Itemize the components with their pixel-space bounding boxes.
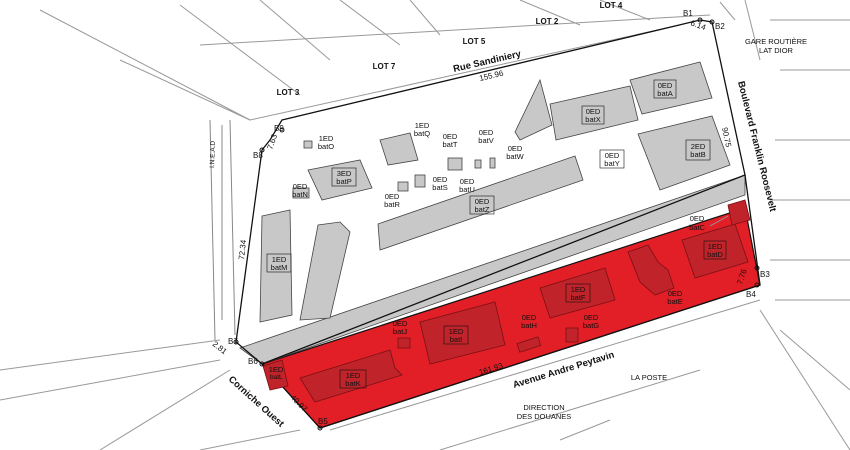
- label-ed-batD: 1ED: [708, 242, 723, 251]
- point-b4: B4: [746, 290, 756, 299]
- label-name-batT: batT: [442, 140, 457, 149]
- label-name-batN: batN: [292, 190, 308, 199]
- point-b9: B9: [274, 124, 284, 133]
- label-name-batG: batG: [583, 321, 599, 330]
- label-ed-batK: 1ED: [346, 371, 361, 380]
- label-name-batB: batB: [690, 150, 705, 159]
- lot-7-label: LOT 7: [373, 62, 396, 71]
- label-name-batA: batA: [657, 89, 672, 98]
- label-name-batS: batS: [432, 183, 447, 192]
- place-douanes-line1: DIRECTION: [523, 403, 564, 412]
- label-ed-batR: 0ED: [385, 192, 400, 201]
- label-name-batQ: batQ: [414, 129, 430, 138]
- grey-buildings: [259, 61, 731, 323]
- place-gare-line2: LAT DIOR: [759, 46, 793, 55]
- red-buildings: [262, 199, 751, 403]
- label-name-batD: batD: [707, 250, 723, 259]
- label-name-batI: batI: [450, 335, 463, 344]
- building-labels: 0ED batA 2ED batB 0ED batC 1ED batD 0ED …: [266, 79, 729, 389]
- point-b3: B3: [760, 270, 770, 279]
- lot-4-label: LOT 4: [600, 1, 623, 10]
- label-ed-batF: 1ED: [571, 285, 586, 294]
- label-ed-batC: 0ED: [690, 214, 705, 223]
- label-name-batV: batV: [478, 136, 493, 145]
- label-name-batK: batK: [345, 379, 360, 388]
- label-name-batH: batH: [521, 321, 537, 330]
- lot-5-label: LOT 5: [463, 37, 486, 46]
- label-name-batP: batP: [336, 177, 351, 186]
- label-ed-batN: 0ED: [293, 182, 308, 191]
- label-name-batZ: batZ: [474, 205, 489, 214]
- label-ed-batP: 3ED: [337, 169, 352, 178]
- label-ed-batX: 0ED: [586, 107, 601, 116]
- dim-east: 90.75: [720, 127, 733, 149]
- place-la-poste: LA POSTE: [631, 373, 667, 382]
- label-ed-batT: 0ED: [443, 132, 458, 141]
- label-ed-batJ: 0ED: [393, 319, 408, 328]
- point-b8: B8: [253, 151, 263, 160]
- boundary-points: B1 B2 B3 B4 B5 B6 B7 B8 B9: [228, 9, 770, 431]
- label-ed-batH: 0ED: [522, 313, 537, 322]
- point-b2: B2: [715, 22, 725, 31]
- point-b1: B1: [683, 9, 693, 18]
- label-ed-batQ: 1ED: [415, 121, 430, 130]
- dim-west: 72.34: [237, 239, 248, 260]
- label-ed-batV: 0ED: [479, 128, 494, 137]
- dim-north: 155.96: [478, 69, 504, 83]
- label-name-batY: batY: [604, 159, 619, 168]
- place-labels: GARE ROUTIÈRE LAT DIOR LA POSTE DIRECTIO…: [517, 37, 807, 421]
- label-name-batO: batO: [318, 142, 334, 151]
- label-ed-batY: 0ED: [605, 151, 620, 160]
- label-name-batC: batC: [689, 223, 705, 232]
- lot-labels: LOT 4 LOT 2 LOT 5 LOT 7 LOT 3: [277, 1, 623, 97]
- label-ed-batM: 1ED: [272, 255, 287, 264]
- label-name-batM: batM: [271, 263, 288, 272]
- dim-b6: 2.81: [211, 339, 229, 356]
- label-ed-batW: 0ED: [508, 144, 523, 153]
- point-b7: B7: [228, 337, 238, 346]
- label-ed-batG: 0ED: [584, 313, 599, 322]
- label-name-batF: batF: [570, 293, 585, 302]
- label-name-batL: batL: [270, 374, 283, 381]
- label-ed-batB: 2ED: [691, 142, 706, 151]
- label-name-batX: batX: [585, 115, 600, 124]
- label-ed-batL: 1ED: [269, 365, 284, 374]
- street-inead: I.N.E.A.D: [209, 140, 217, 168]
- label-name-batW: batW: [506, 152, 524, 161]
- place-gare-line1: GARE ROUTIÈRE: [745, 37, 807, 46]
- dim-b9: 7.63: [265, 132, 279, 150]
- label-name-batU: batU: [459, 185, 475, 194]
- label-ed-batS: 0ED: [433, 175, 448, 184]
- label-ed-batZ: 0ED: [475, 197, 490, 206]
- lot-2-label: LOT 2: [536, 17, 559, 26]
- label-ed-batU: 0ED: [460, 177, 475, 186]
- place-douanes-line2: DES DOUANES: [517, 412, 572, 421]
- label-ed-batO: 1ED: [319, 134, 334, 143]
- label-name-batJ: batJ: [393, 327, 407, 336]
- label-ed-batA: 0ED: [658, 81, 673, 90]
- internal-road-band: [239, 174, 746, 365]
- label-name-batE: batE: [667, 297, 682, 306]
- label-ed-batI: 1ED: [449, 327, 464, 336]
- lot-3-label: LOT 3: [277, 88, 300, 97]
- point-b5: B5: [318, 417, 328, 426]
- label-ed-batE: 0ED: [668, 289, 683, 298]
- point-b6: B6: [248, 357, 258, 366]
- label-name-batR: batR: [384, 200, 400, 209]
